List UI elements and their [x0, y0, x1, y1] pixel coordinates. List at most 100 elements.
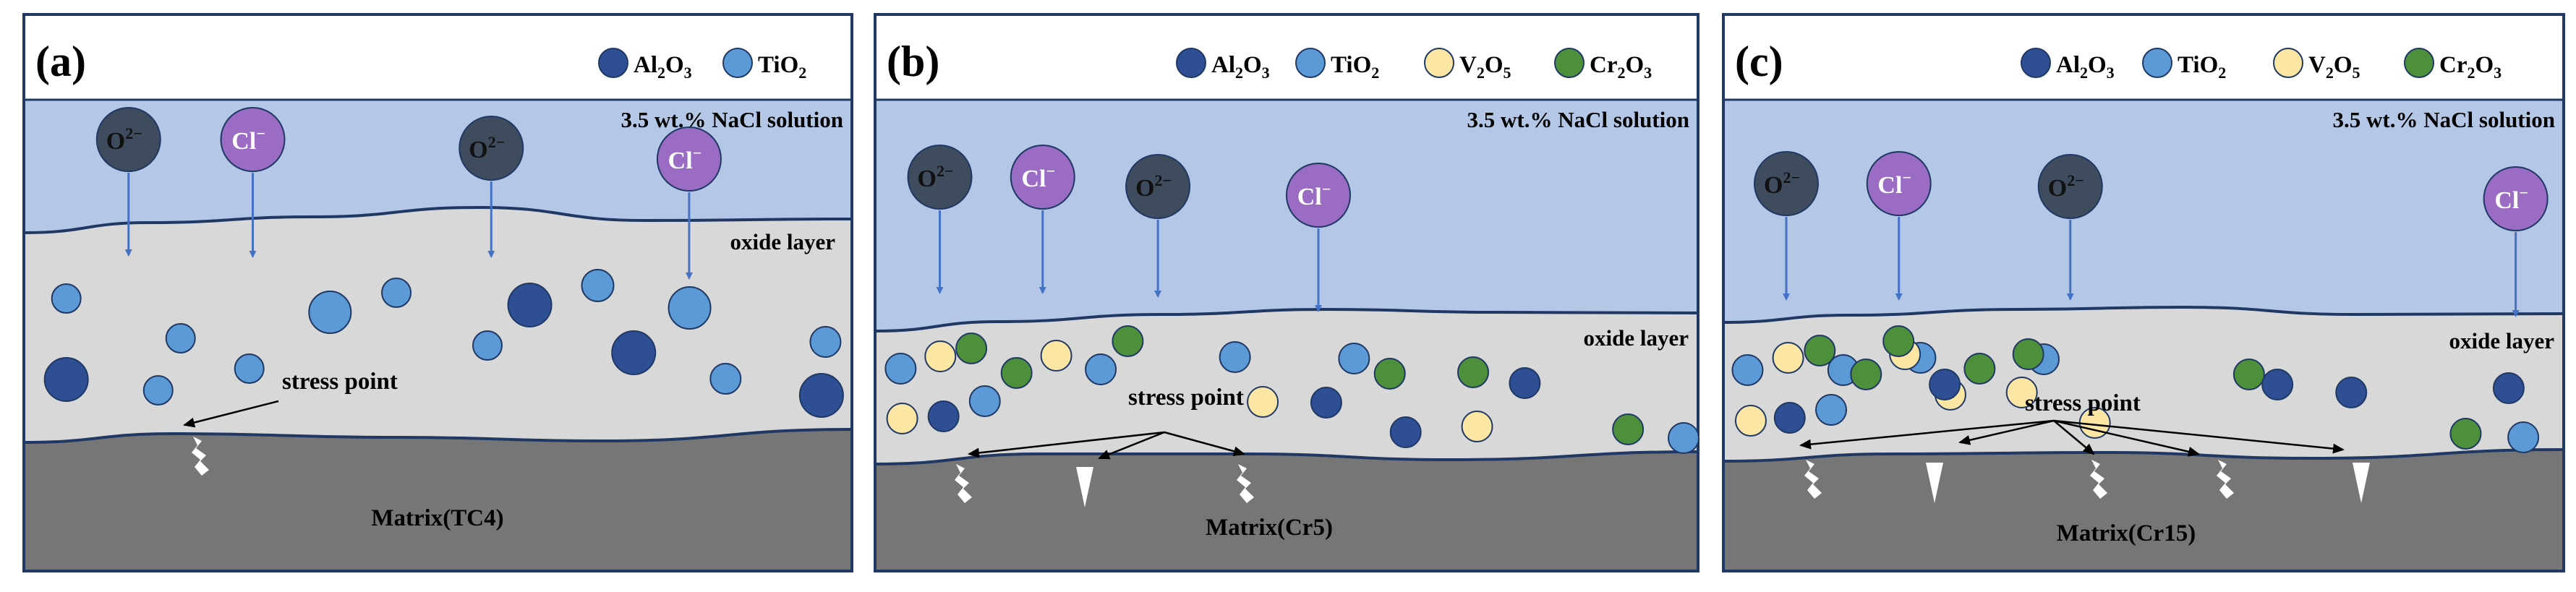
particle-tio2 — [472, 330, 503, 361]
stress-point-arrow — [968, 431, 1165, 458]
oxygen-ion-label: O2− — [469, 133, 505, 163]
particle-al2o3 — [507, 283, 553, 327]
chloride-ion-label: Cl− — [668, 144, 702, 174]
particle-cr2o3 — [1000, 357, 1033, 389]
panel-label: (c) — [1735, 38, 1783, 85]
matrix-boundary — [874, 450, 1699, 466]
oxide-layer-label: oxide layer — [2449, 328, 2555, 353]
legend-marker-tio2 — [1295, 48, 1326, 78]
particle-cr2o3 — [1457, 356, 1490, 388]
matrix-label: Matrix(Cr15) — [2057, 520, 2196, 546]
chloride-ion-label: Cl− — [231, 124, 265, 155]
oxygen-ion-label: O2− — [106, 124, 142, 155]
stress-crack-spike — [1076, 467, 1093, 507]
stress-point-label: stress point — [2025, 390, 2141, 416]
legend-marker-v2o5 — [1424, 48, 1454, 78]
particle-v2o5 — [1247, 386, 1279, 418]
oxygen-ion — [1753, 151, 1819, 216]
oxygen-ion — [2037, 154, 2103, 219]
legend-label-v2o5: V2O5 — [1459, 52, 1511, 82]
stress-crack — [192, 437, 209, 476]
oxygen-ion — [95, 107, 161, 172]
particle-al2o3 — [1389, 416, 1422, 448]
particle-cr2o3 — [955, 333, 988, 364]
particle-tio2 — [1085, 353, 1117, 385]
oxygen-ion-label: O2− — [918, 162, 954, 192]
stress-point-label: stress point — [1128, 385, 1244, 411]
particle-cr2o3 — [1850, 359, 1882, 390]
stress-crack — [2217, 460, 2234, 499]
particle-al2o3 — [1509, 367, 1541, 399]
panel-frame — [874, 13, 1699, 572]
particle-tio2 — [308, 291, 352, 334]
oxide-layer-boundary — [23, 205, 853, 234]
stress-point-arrow — [1958, 419, 2055, 445]
particle-al2o3 — [927, 400, 960, 432]
particle-al2o3 — [798, 373, 844, 418]
particle-tio2 — [1219, 341, 1251, 373]
particle-tio2 — [968, 385, 1001, 417]
oxide-layer-label: oxide layer — [1584, 325, 1689, 351]
chloride-ion-label: Cl− — [1297, 180, 1331, 210]
oxygen-ion — [459, 116, 524, 181]
legend-label-tio2: TiO2 — [2178, 52, 2226, 82]
stress-crack-spike — [2353, 463, 2370, 503]
particle-al2o3 — [2335, 377, 2368, 408]
particle-v2o5 — [1461, 411, 1493, 442]
particle-cr2o3 — [1612, 413, 1645, 445]
particle-tio2 — [165, 323, 196, 353]
legend-marker-cr2o3 — [1554, 48, 1585, 78]
legend-label-tio2: TiO2 — [1331, 52, 1379, 82]
nacl-solution-label: 3.5 wt.% NaCl solution — [621, 107, 843, 132]
particle-cr2o3 — [1373, 358, 1406, 390]
particle-cr2o3 — [2449, 418, 2482, 450]
particle-al2o3 — [1929, 369, 1961, 400]
matrix-label: Matrix(Cr5) — [1206, 515, 1333, 541]
chloride-ion — [2483, 166, 2549, 231]
particle-al2o3 — [2261, 369, 2294, 400]
particle-cr2o3 — [1882, 325, 1915, 357]
stress-point-label: stress point — [282, 369, 398, 395]
panel-frame — [22, 13, 853, 572]
particle-cr2o3 — [1112, 325, 1144, 357]
particle-tio2 — [234, 353, 265, 384]
particle-tio2 — [1668, 422, 1699, 454]
chloride-ion-label: Cl− — [1021, 162, 1055, 192]
chloride-ion-label: Cl− — [1877, 168, 1911, 199]
particle-tio2 — [1815, 394, 1848, 426]
particle-v2o5 — [1734, 405, 1767, 437]
chloride-ion — [1286, 163, 1351, 228]
legend-marker-al2o3 — [1176, 48, 1206, 78]
oxygen-ion — [1125, 154, 1191, 219]
particle-al2o3 — [43, 357, 89, 402]
particle-tio2 — [51, 283, 82, 314]
particle-tio2 — [809, 326, 842, 358]
stress-point-arrow — [1799, 419, 2055, 450]
particle-v2o5 — [2005, 377, 2038, 408]
legend-marker-tio2 — [2142, 48, 2172, 78]
legend-marker-tio2 — [722, 48, 753, 78]
particle-v2o5 — [1772, 342, 1804, 374]
legend-marker-v2o5 — [2273, 48, 2303, 78]
chloride-ion-label: Cl− — [2494, 184, 2528, 214]
legend-label-tio2: TiO2 — [758, 52, 806, 82]
oxygen-ion-label: O2− — [1135, 171, 1172, 202]
matrix-boundary — [1723, 448, 2564, 463]
stress-crack — [2090, 460, 2107, 499]
particle-tio2 — [709, 363, 742, 395]
stress-point-arrow — [2053, 420, 2095, 455]
stress-point-arrow — [1098, 431, 1165, 460]
particle-tio2 — [142, 375, 174, 406]
particle-v2o5 — [886, 403, 918, 434]
particle-tio2 — [668, 286, 712, 330]
stress-point-arrow — [2053, 419, 2345, 454]
matrix-region — [24, 429, 852, 571]
legend-label-al2o3: Al2O3 — [2056, 52, 2115, 82]
stress-point-arrow — [1164, 431, 1245, 457]
oxide-layer-label: oxide layer — [730, 229, 836, 254]
particle-al2o3 — [2492, 372, 2525, 404]
panel-label: (a) — [35, 38, 86, 85]
particle-cr2o3 — [2012, 338, 2044, 370]
